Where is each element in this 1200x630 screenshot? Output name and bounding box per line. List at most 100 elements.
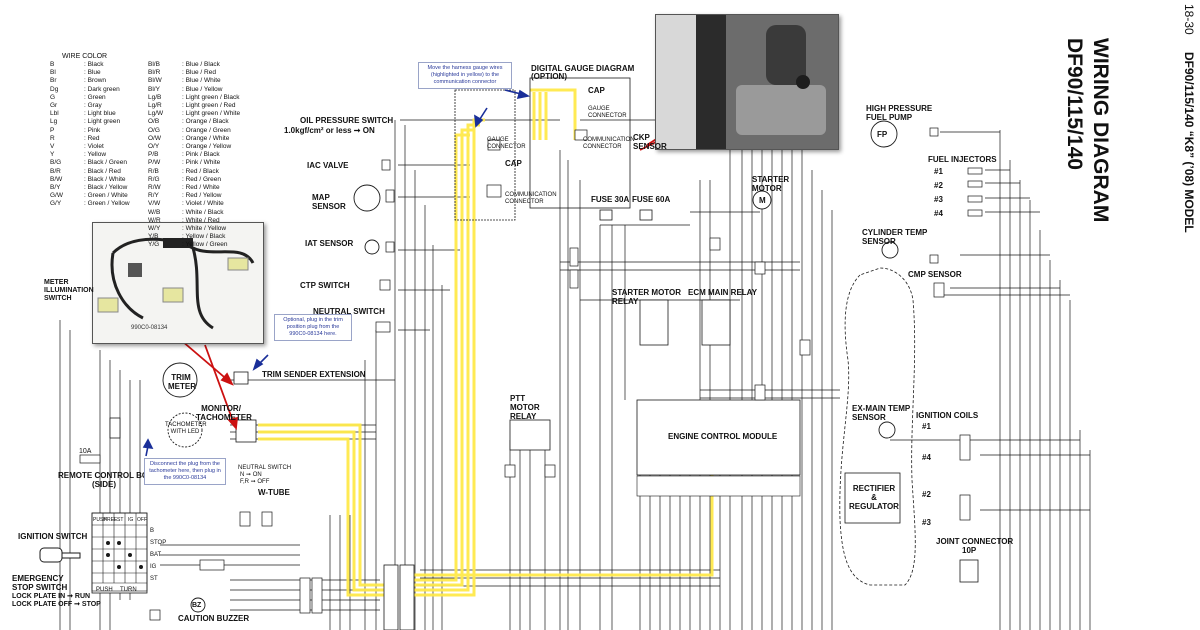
wire-color-entry: Lg/R : Light green / Red <box>148 102 240 110</box>
wire-color-code: W/R <box>148 216 161 224</box>
meter-illumination-switch-label: METER ILLUMINATION SWITCH <box>44 279 94 302</box>
trim-meter-label: TRIM METER <box>168 373 196 391</box>
wire-color-entry: Bl/B: Blue / Black <box>148 61 240 69</box>
wire-color-code: O/B <box>148 118 160 126</box>
wire-color-code: G <box>50 93 56 101</box>
wire-color-entry: Lg/W: Light green / White <box>148 110 240 118</box>
ign-header-free: FREE <box>104 517 118 523</box>
injector-2-label: #2 <box>934 181 943 190</box>
ign-header-off: OFF <box>137 517 147 523</box>
wire-color-description: : Light green / Black <box>182 93 240 101</box>
digital-gauge-diagram-label: DIGITAL GAUGE DIAGRAM <box>531 64 635 73</box>
wire-color-code: R <box>50 134 55 142</box>
iat-sensor-label: IAT SENSOR <box>305 239 354 248</box>
wire-color-description: : Green / Yellow <box>84 200 130 208</box>
communication-connector-2-label: COMMUNICATION CONNECTOR <box>505 192 557 205</box>
ign-row-st: ST <box>150 576 158 582</box>
wire-color-entry: Lg/B: Light green / Black <box>148 94 240 102</box>
wire-color-code: P <box>50 126 55 134</box>
page-number: 18-30 <box>1182 4 1196 35</box>
starter-motor-label: STARTER MOTOR <box>752 175 790 193</box>
wire-color-entry: Br : Brown <box>50 77 130 85</box>
fuel-injectors-label: FUEL INJECTORS <box>928 155 997 164</box>
oil-pressure-switch-label: OIL PRESSURE SWITCH <box>300 116 394 125</box>
wire-color-entry: O/B: Orange / Black <box>148 118 240 126</box>
wire-color-description: : Black / Red <box>84 167 121 175</box>
wire-color-code: Dg <box>50 85 59 93</box>
wire-color-entry: V/W: Violet / White <box>148 200 240 208</box>
ign-header-ig: IG <box>128 517 134 523</box>
wire-color-description: : Violet <box>84 143 104 151</box>
wire-color-description: : Red / Yellow <box>182 192 222 200</box>
part-number-label: 990C0-08134 <box>131 325 168 331</box>
wire-color-entry: G/W : Green / White <box>50 192 130 200</box>
trim-sender-extension-label: TRIM SENDER EXTENSION <box>262 370 366 379</box>
wire-color-code: O/Y <box>148 143 160 151</box>
wire-color-entry: Lg : Light green <box>50 118 130 126</box>
wire-color-description: : Pink / Black <box>182 151 220 159</box>
wire-color-description: : Dark green <box>84 85 120 93</box>
fp-label: FP <box>877 130 888 139</box>
wire-color-entry: Bl: Blue <box>50 69 130 77</box>
wire-color-description: : Red <box>84 134 100 142</box>
wire-color-entry: P/W : Pink / White <box>148 159 240 167</box>
joint-connector-pins-label: 10P <box>962 546 977 555</box>
ign-footer-push: PUSH <box>96 587 113 593</box>
ignition-coils-label: IGNITION COILS <box>916 411 979 420</box>
ign-row-ig: IG <box>150 564 157 570</box>
neutral-switch-label: NEUTRAL SWITCH <box>313 307 385 315</box>
wire-color-code: P/B <box>148 151 159 159</box>
wire-color-entry: B: Black <box>50 61 130 69</box>
wire-color-description: : White / Black <box>182 208 224 216</box>
wire-color-description: : Pink <box>84 126 101 134</box>
tachometer-with-led-label: TACHOMETER WITH LED <box>165 422 207 435</box>
injector-4-label: #4 <box>934 209 943 218</box>
coil-4-label: #4 <box>922 453 931 462</box>
ckp-sensor-label: CKP SENSOR <box>633 133 667 151</box>
harness-note: Move the harness gauge wires (highlighte… <box>418 62 512 89</box>
wire-color-description: : Light green / Red <box>182 102 236 110</box>
wire-color-entry: B/W: Black / White <box>50 176 130 184</box>
neutral-on-label: N ➞ ON <box>240 472 262 478</box>
rectifier-regulator-label: RECTIFIER & REGULATOR <box>849 484 899 511</box>
harness-photo: 990C0-08134 <box>92 222 264 344</box>
header-model: DF90/115/140 “K8” (’08) MODEL <box>1182 52 1196 233</box>
wire-color-code: B/W <box>50 175 63 183</box>
coil-1-label: #1 <box>922 422 931 431</box>
wire-color-code: P/W <box>148 159 161 167</box>
wire-color-code: Gr <box>50 102 58 110</box>
wire-color-description: : Orange / Green <box>182 126 231 134</box>
wire-color-description: : Gray <box>84 102 102 110</box>
ctp-switch-label: CTP SWITCH <box>300 281 350 290</box>
wire-color-code: Lg <box>50 118 58 126</box>
wire-color-code: W/B <box>148 208 161 216</box>
wire-color-entry: R : Red <box>50 135 130 143</box>
joint-connector-label: JOINT CONNECTOR <box>936 537 1014 546</box>
m-label: M <box>759 196 766 205</box>
ign-row-b: B <box>150 528 155 534</box>
wire-color-code: V/W <box>148 200 161 208</box>
wire-color-description: : Pink / White <box>182 159 221 167</box>
wire-color-description: : Green / White <box>84 192 128 200</box>
wire-color-entry: P : Pink <box>50 127 130 135</box>
wire-color-code: O/W <box>148 134 161 142</box>
wire-color-description: : Light green <box>84 118 121 126</box>
wire-color-entry: O/W: Orange / White <box>148 135 240 143</box>
wire-color-description: : Red / Black <box>182 167 219 175</box>
wire-color-code: V <box>50 143 55 151</box>
ign-header-st: ST <box>117 517 124 523</box>
wire-color-code: Lg/R <box>148 102 162 110</box>
wire-color-code: Bl/W <box>148 77 162 85</box>
coil-2-label: #2 <box>922 490 931 499</box>
wire-color-code: Br <box>50 77 57 85</box>
injector-3-label: #3 <box>934 195 943 204</box>
wire-color-code: G/W <box>50 192 63 200</box>
wire-color-entry: R/W: Red / White <box>148 184 240 192</box>
gauge-connector-2-label: GAUGE CONNECTOR <box>487 137 526 150</box>
wire-color-code: R/B <box>148 167 159 175</box>
wire-color-code: B/Y <box>50 184 61 192</box>
wire-color-entry: R/G: Red / Green <box>148 176 240 184</box>
wire-color-code: B/G <box>50 159 62 167</box>
wire-color-entry: Bl/R: Blue / Red <box>148 69 240 77</box>
wire-color-description: : Brown <box>84 77 107 85</box>
